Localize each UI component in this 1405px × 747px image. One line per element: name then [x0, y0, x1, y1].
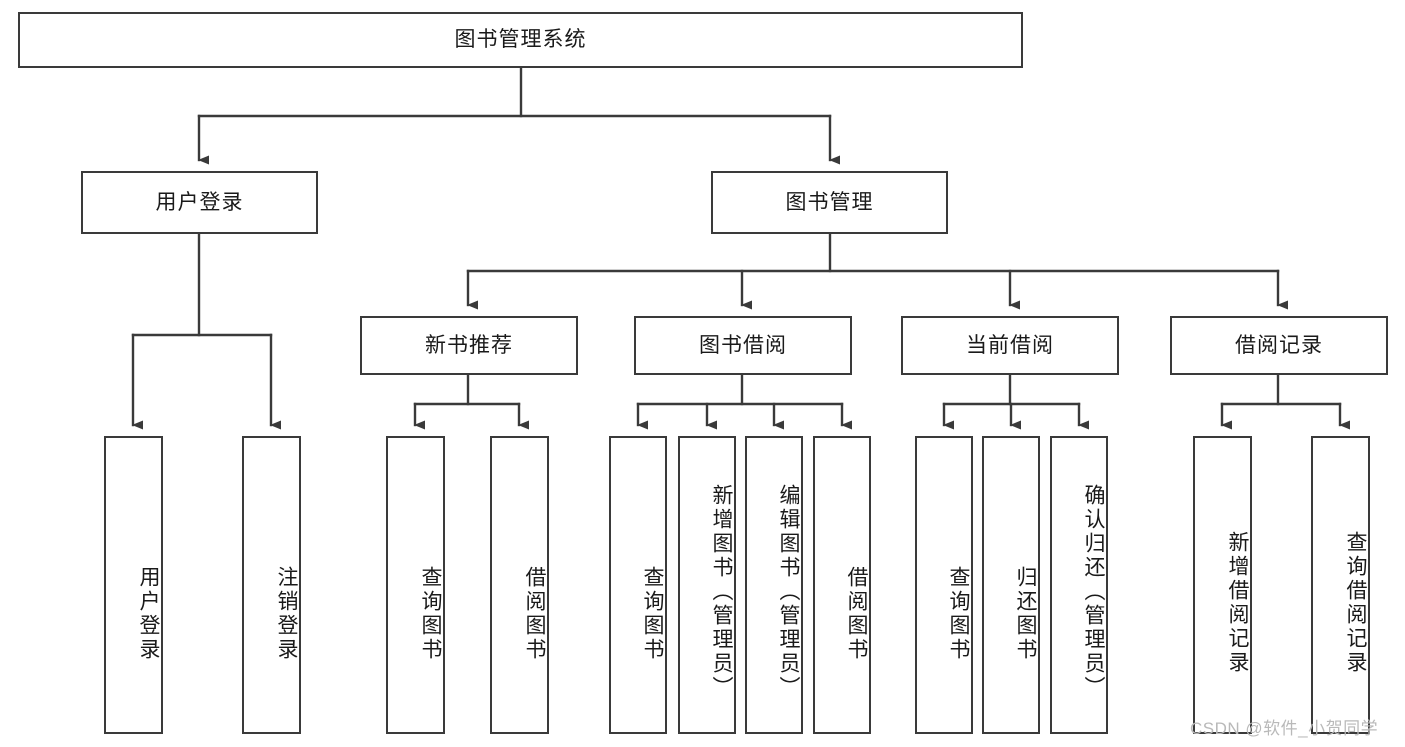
- node-current-borrow[interactable]: 当前借阅: [901, 316, 1119, 375]
- leaf-new-book-query[interactable]: 查询图书: [386, 436, 445, 734]
- csdn-watermark: CSDN @软件_小贺同学: [1190, 719, 1379, 738]
- node-book-borrow[interactable]: 图书借阅: [634, 316, 852, 375]
- leaf-borrow-record-query[interactable]: 查询借阅记录: [1311, 436, 1370, 734]
- leaf-current-borrow-confirm[interactable]: 确认归还（管理员）: [1050, 436, 1108, 734]
- leaf-user-login-login[interactable]: 用户登录: [104, 436, 163, 734]
- leaf-book-borrow-add[interactable]: 新增图书（管理员）: [678, 436, 736, 734]
- leaf-book-borrow-edit[interactable]: 编辑图书（管理员）: [745, 436, 803, 734]
- node-root-system[interactable]: 图书管理系统: [18, 12, 1023, 68]
- node-borrow-record[interactable]: 借阅记录: [1170, 316, 1388, 375]
- leaf-book-borrow-lend[interactable]: 借阅图书: [813, 436, 871, 734]
- node-book-management[interactable]: 图书管理: [711, 171, 948, 234]
- leaf-current-borrow-query[interactable]: 查询图书: [915, 436, 973, 734]
- node-new-book-recommend[interactable]: 新书推荐: [360, 316, 578, 375]
- leaf-borrow-record-add[interactable]: 新增借阅记录: [1193, 436, 1252, 734]
- leaf-new-book-borrow[interactable]: 借阅图书: [490, 436, 549, 734]
- leaf-book-borrow-query[interactable]: 查询图书: [609, 436, 667, 734]
- leaf-current-borrow-return[interactable]: 归还图书: [982, 436, 1040, 734]
- leaf-user-login-logout[interactable]: 注销登录: [242, 436, 301, 734]
- node-user-login[interactable]: 用户登录: [81, 171, 318, 234]
